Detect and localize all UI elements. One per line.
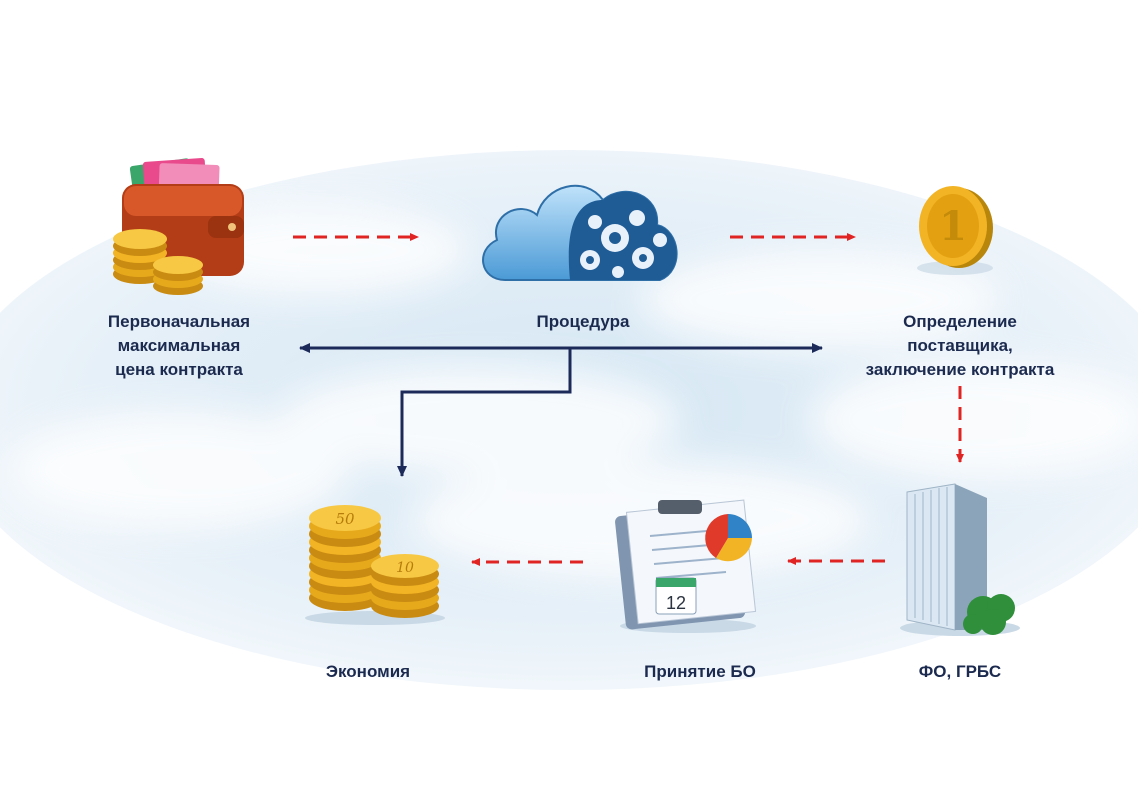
label-economy: Экономия xyxy=(325,662,411,681)
coin-large-value: 50 xyxy=(335,510,355,528)
label-fo: ФО, ГРБС xyxy=(918,662,1002,681)
label-nmck-line2: максимальная xyxy=(117,336,241,355)
label-nmck: Первоначальная максимальная цена контрак… xyxy=(74,310,284,382)
label-contract: Определение поставщика, заключение контр… xyxy=(836,310,1084,382)
gold-coin-icon: 1 xyxy=(917,186,993,275)
svg-text:1: 1 xyxy=(939,203,967,250)
arrow-procedure-to-economy xyxy=(397,348,572,477)
label-nmck-line3: цена контракта xyxy=(115,360,243,379)
label-bo: Принятие БО xyxy=(644,662,756,681)
label-contract-line1: Определение xyxy=(903,312,1017,331)
label-contract-line3: заключение контракта xyxy=(865,360,1055,379)
label-contract-line2: поставщика, xyxy=(907,336,1013,355)
label-nmck-line1: Первоначальная xyxy=(107,312,251,331)
cloud-gears-icon xyxy=(482,184,678,281)
office-building-icon xyxy=(900,483,1020,636)
wallet-with-coins-icon xyxy=(113,158,244,295)
coin-stacks-icon: 50 10 xyxy=(305,505,445,625)
label-procedure: Процедура xyxy=(536,312,630,331)
clipboard-calendar-icon: 12 xyxy=(615,499,757,633)
calendar-day: 12 xyxy=(666,593,686,613)
coin-small-value: 10 xyxy=(396,560,414,576)
